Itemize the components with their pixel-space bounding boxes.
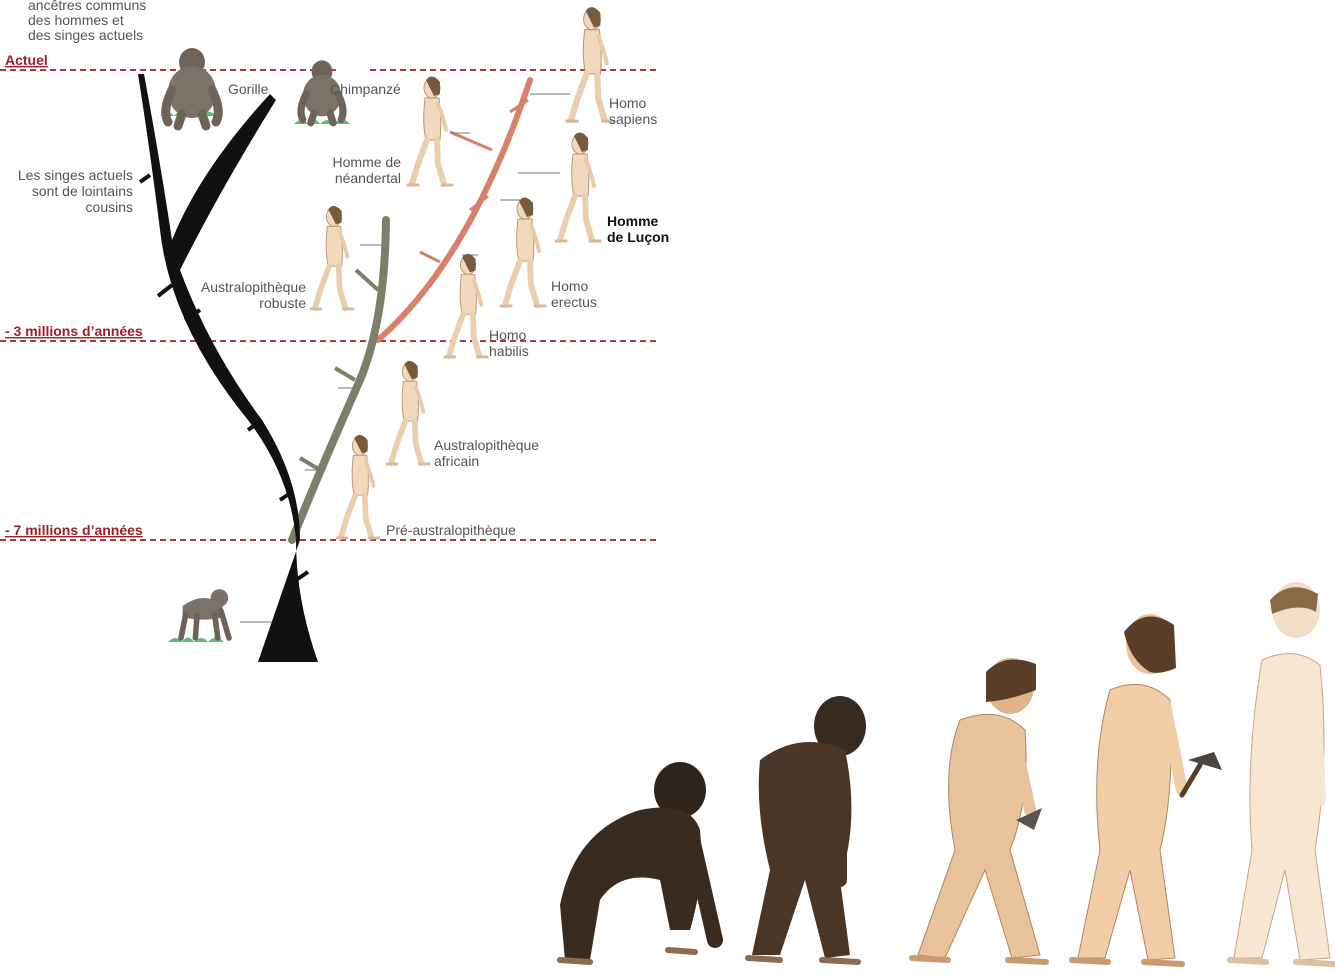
svg-text:des singes actuels: des singes actuels xyxy=(28,27,143,43)
svg-text:néandertal: néandertal xyxy=(335,170,401,186)
three-million-era-label: - 3 millions d’années xyxy=(5,323,143,339)
march-of-progress xyxy=(560,582,1334,964)
march-stage-early-hominin xyxy=(748,696,866,962)
svg-text:Homo: Homo xyxy=(551,278,589,294)
ape-trunk xyxy=(138,74,318,662)
svg-text:Australopithèque: Australopithèque xyxy=(201,279,306,295)
march-stage-habilis xyxy=(912,658,1046,962)
svg-text:Homo: Homo xyxy=(489,327,527,343)
homo-luzonensis-figure: Homme de Luçon xyxy=(556,132,669,245)
svg-text:Chimpanzé: Chimpanzé xyxy=(330,81,401,97)
svg-text:Homme: Homme xyxy=(607,213,659,229)
svg-text:Gorille: Gorille xyxy=(228,81,269,97)
svg-text:cousins: cousins xyxy=(86,199,133,215)
svg-text:Homo: Homo xyxy=(609,95,647,111)
svg-text:sapiens: sapiens xyxy=(609,111,657,127)
svg-text:Les singes actuels: Les singes actuels xyxy=(18,167,133,183)
march-stage-erectus xyxy=(1072,614,1222,964)
svg-text:habilis: habilis xyxy=(489,343,529,359)
svg-text:erectus: erectus xyxy=(551,294,597,310)
homo-sapiens-figure: Homo sapiens xyxy=(567,7,657,127)
common-ancestor-ape xyxy=(168,589,229,642)
present-era-label: Actuel xyxy=(5,52,48,68)
african-australopithecus-figure: Australopithèque africain xyxy=(387,361,539,469)
svg-text:des hommes et: des hommes et xyxy=(28,12,124,28)
svg-text:Pré-australopithèque: Pré-australopithèque xyxy=(386,522,516,538)
homo-erectus-figure: Homo erectus xyxy=(501,197,597,310)
march-stage-ape xyxy=(560,762,715,962)
svg-text:Homme de: Homme de xyxy=(333,154,402,170)
svg-text:sont de lointains: sont de lointains xyxy=(32,183,133,199)
svg-text:de Luçon: de Luçon xyxy=(607,229,669,245)
robust-australopithecus-figure: Australopithèque robuste xyxy=(201,206,353,311)
svg-text:africain: africain xyxy=(434,453,479,469)
svg-text:Australopithèque: Australopithèque xyxy=(434,437,539,453)
common-ancestor-caption: ancêtres communs des hommes et des singe… xyxy=(28,0,146,43)
apes-cousins-note: Les singes actuels sont de lointains cou… xyxy=(18,167,133,215)
march-stage-sapiens xyxy=(1230,582,1334,964)
svg-text:robuste: robuste xyxy=(259,295,306,311)
seven-million-era-label: - 7 millions d’années xyxy=(5,522,143,538)
